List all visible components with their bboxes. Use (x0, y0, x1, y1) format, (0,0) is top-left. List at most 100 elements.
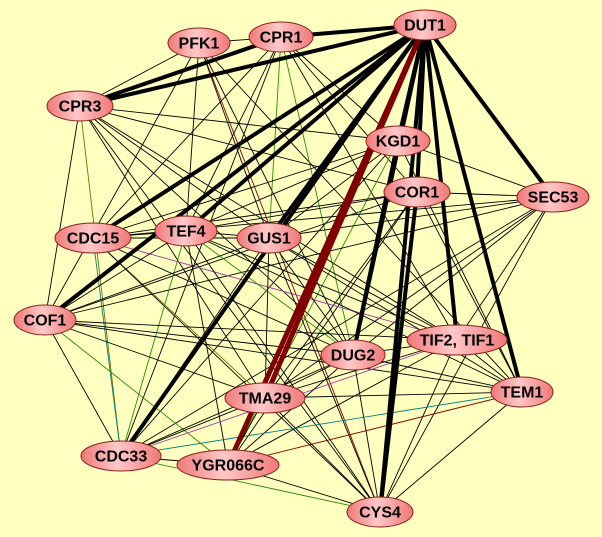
edge-cpr3-tma29 (79, 105, 266, 399)
node-shape[interactable] (406, 324, 508, 356)
node-shape[interactable] (248, 21, 314, 53)
edge-cpr1-cdc33 (120, 36, 282, 457)
node-shape[interactable] (383, 176, 451, 208)
edge-dut1-cpr3 (79, 23, 426, 108)
node-shape[interactable] (13, 304, 77, 336)
edge-dut1-cdc15 (91, 23, 427, 240)
node-kgd1[interactable]: KGD1 (365, 125, 431, 157)
node-gus1[interactable]: GUS1 (236, 222, 302, 254)
node-shape[interactable] (393, 9, 457, 41)
edges-layer (43, 23, 555, 513)
edge-tem1-ygr066c (227, 391, 523, 466)
node-cdc33[interactable]: CDC33 (80, 440, 162, 472)
node-shape[interactable] (176, 449, 280, 481)
node-sec53[interactable]: SEC53 (516, 181, 590, 213)
edge-dut1-sec53 (423, 23, 555, 199)
node-shape[interactable] (490, 376, 554, 408)
edge-cpr3-cys4 (79, 105, 381, 513)
edge-cor1-cys4 (378, 191, 419, 513)
node-tem1[interactable]: TEM1 (490, 376, 554, 408)
edge-tif2-tif1-ygr066c (227, 339, 458, 466)
edge-tef4-ygr066c (185, 230, 229, 466)
node-label: CPR1 (260, 30, 303, 47)
node-label: PFK1 (179, 36, 220, 53)
node-label: COF1 (24, 313, 67, 330)
node-shape[interactable] (54, 222, 132, 254)
edge-tif2-tif1-cys4 (379, 339, 458, 513)
node-shape[interactable] (320, 339, 386, 371)
node-label: CPR3 (59, 99, 102, 116)
node-dut1[interactable]: DUT1 (393, 9, 457, 41)
node-ygr066c[interactable]: YGR066C (176, 449, 280, 481)
node-tef4[interactable]: TEF4 (154, 215, 218, 247)
node-label: TEM1 (501, 385, 544, 402)
edge-cdc15-cys4 (92, 237, 381, 513)
edge-tem1-cdc33 (120, 391, 523, 457)
node-cpr1[interactable]: CPR1 (248, 21, 314, 53)
node-cdc15[interactable]: CDC15 (54, 222, 132, 254)
node-shape[interactable] (346, 496, 414, 528)
edge-tef4-tif2-tif1 (185, 230, 458, 341)
edge-sec53-tma29 (264, 196, 554, 399)
edge-sec53-gus1 (268, 196, 554, 239)
edge-cof1-tma29 (44, 319, 266, 399)
node-tif2-tif1[interactable]: TIF2, TIF1 (406, 324, 508, 356)
edge-tef4-cys4 (185, 230, 381, 513)
node-label: COR1 (395, 185, 440, 202)
node-shape[interactable] (80, 440, 162, 472)
node-cor1[interactable]: COR1 (383, 176, 451, 208)
edge-dut1-cor1 (415, 24, 427, 193)
node-label: TMA29 (239, 391, 292, 408)
node-label: KGD1 (376, 134, 421, 151)
node-cof1[interactable]: COF1 (13, 304, 77, 336)
node-pfk1[interactable]: PFK1 (167, 27, 231, 59)
edge-pfk1-cys4 (198, 42, 381, 513)
node-label: CYS4 (359, 505, 401, 522)
edge-cpr1-gus1 (268, 36, 282, 239)
node-label: CDC15 (67, 231, 120, 248)
edge-cpr1-tif2-tif1 (280, 36, 458, 341)
node-shape[interactable] (46, 90, 114, 122)
edge-tef4-cof1 (44, 230, 187, 321)
edge-cdc15-tma29 (92, 237, 266, 399)
edge-dut1-cof1 (43, 23, 427, 322)
node-shape[interactable] (365, 125, 431, 157)
edge-sec53-tif2-tif1 (456, 196, 554, 341)
edge-cpr1-cpr3 (79, 35, 282, 108)
node-label: YGR066C (192, 458, 265, 475)
edge-cpr3-gus1 (79, 105, 270, 239)
node-label: CDC33 (95, 449, 148, 466)
edge-tma29-cys4 (264, 397, 381, 513)
edge-pfk1-tef4 (185, 42, 200, 232)
edge-pfk1-dug2 (198, 42, 354, 356)
node-tma29[interactable]: TMA29 (224, 382, 306, 414)
node-cpr3[interactable]: CPR3 (46, 90, 114, 122)
edge-kgd1-tef4 (185, 140, 399, 232)
node-label: SEC53 (528, 190, 579, 207)
edge-dut1-tem1 (423, 24, 524, 393)
node-shape[interactable] (154, 215, 218, 247)
edge-tef4-tem1 (185, 230, 523, 393)
node-shape[interactable] (224, 382, 306, 414)
edge-gus1-tem1 (268, 237, 523, 393)
edge-cor1-tma29 (264, 191, 418, 399)
edge-kgd1-gus1 (268, 140, 399, 239)
edge-cpr1-cdc15 (92, 36, 282, 239)
node-shape[interactable] (516, 181, 590, 213)
edge-gus1-tif2-tif1 (268, 237, 458, 341)
edge-pfk1-cof1 (44, 42, 200, 321)
edge-dut1-kgd1 (396, 24, 427, 142)
node-shape[interactable] (167, 27, 231, 59)
edge-cof1-cdc33 (44, 319, 122, 457)
node-cys4[interactable]: CYS4 (346, 496, 414, 528)
edge-dug2-cys4 (352, 354, 381, 513)
edge-cpr3-cdc33 (79, 105, 122, 457)
edge-cof1-ygr066c (44, 319, 229, 466)
node-shape[interactable] (236, 222, 302, 254)
edge-tem1-cys4 (379, 391, 523, 513)
edge-cor1-tef4 (185, 191, 418, 232)
node-dug2[interactable]: DUG2 (320, 339, 386, 371)
